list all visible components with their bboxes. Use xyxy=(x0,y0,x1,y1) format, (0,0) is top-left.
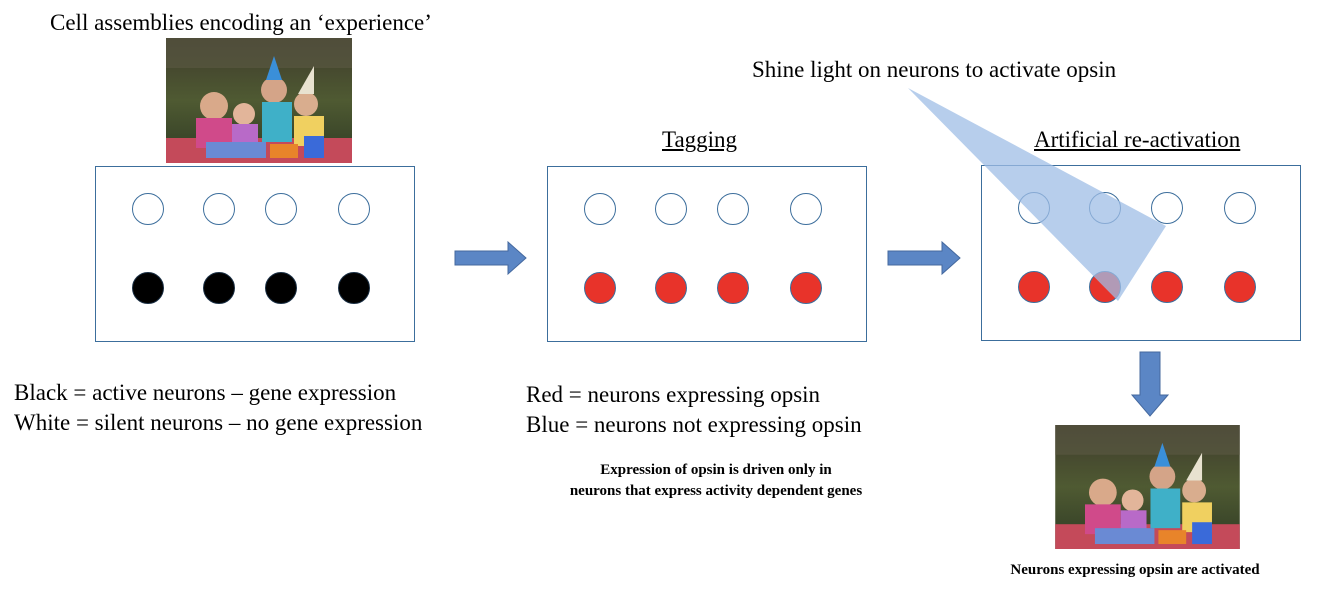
opsin-neuron xyxy=(717,272,749,304)
silent-neuron xyxy=(655,193,687,225)
opsin-neuron xyxy=(1151,271,1183,303)
tagging-note: Expression of opsin is driven only in ne… xyxy=(526,460,906,502)
legend-no-opsin: Blue = neurons not expressing opsin xyxy=(526,412,862,437)
panel-cell-assembly xyxy=(95,166,415,342)
opsin-neuron xyxy=(584,272,616,304)
legend-active: Black = active neurons – gene expression xyxy=(14,380,397,405)
tagging-note-line1: Expression of opsin is driven only in xyxy=(600,462,832,478)
active-neuron xyxy=(265,272,297,304)
arrow-right-icon xyxy=(887,240,961,276)
panel-tagging xyxy=(547,166,867,342)
silent-neuron xyxy=(1151,192,1183,224)
reactivation-heading: Artificial re-activation xyxy=(1034,127,1241,152)
tagging-note-line2: neurons that express activity dependent … xyxy=(569,483,863,499)
birthday-party-photo-bottom xyxy=(1055,425,1240,549)
silent-neuron xyxy=(203,193,235,225)
legend-opsin: Red = neurons expressing opsin xyxy=(526,382,821,407)
activated-note: Neurons expressing opsin are activated xyxy=(1010,562,1260,578)
active-neuron xyxy=(132,272,164,304)
light-instruction: Shine light on neurons to activate opsin xyxy=(752,57,1117,82)
opsin-neuron xyxy=(1224,271,1256,303)
birthday-party-photo-top xyxy=(166,38,352,163)
silent-neuron xyxy=(338,193,370,225)
opsin-neuron xyxy=(1089,271,1121,303)
tagging-heading: Tagging xyxy=(662,127,738,152)
silent-neuron xyxy=(1018,192,1050,224)
title: Cell assemblies encoding an ‘experience’ xyxy=(50,10,432,35)
opsin-neuron xyxy=(790,272,822,304)
silent-neuron xyxy=(717,193,749,225)
silent-neuron xyxy=(790,193,822,225)
panel-reactivation xyxy=(981,165,1301,341)
opsin-neuron xyxy=(655,272,687,304)
silent-neuron xyxy=(132,193,164,225)
opsin-neuron xyxy=(1018,271,1050,303)
active-neuron xyxy=(203,272,235,304)
arrow-down-icon xyxy=(1130,351,1170,417)
legend-silent: White = silent neurons – no gene express… xyxy=(14,410,423,435)
silent-neuron xyxy=(1224,192,1256,224)
arrow-right-icon xyxy=(454,240,527,276)
active-neuron xyxy=(338,272,370,304)
silent-neuron xyxy=(1089,192,1121,224)
silent-neuron xyxy=(265,193,297,225)
silent-neuron xyxy=(584,193,616,225)
